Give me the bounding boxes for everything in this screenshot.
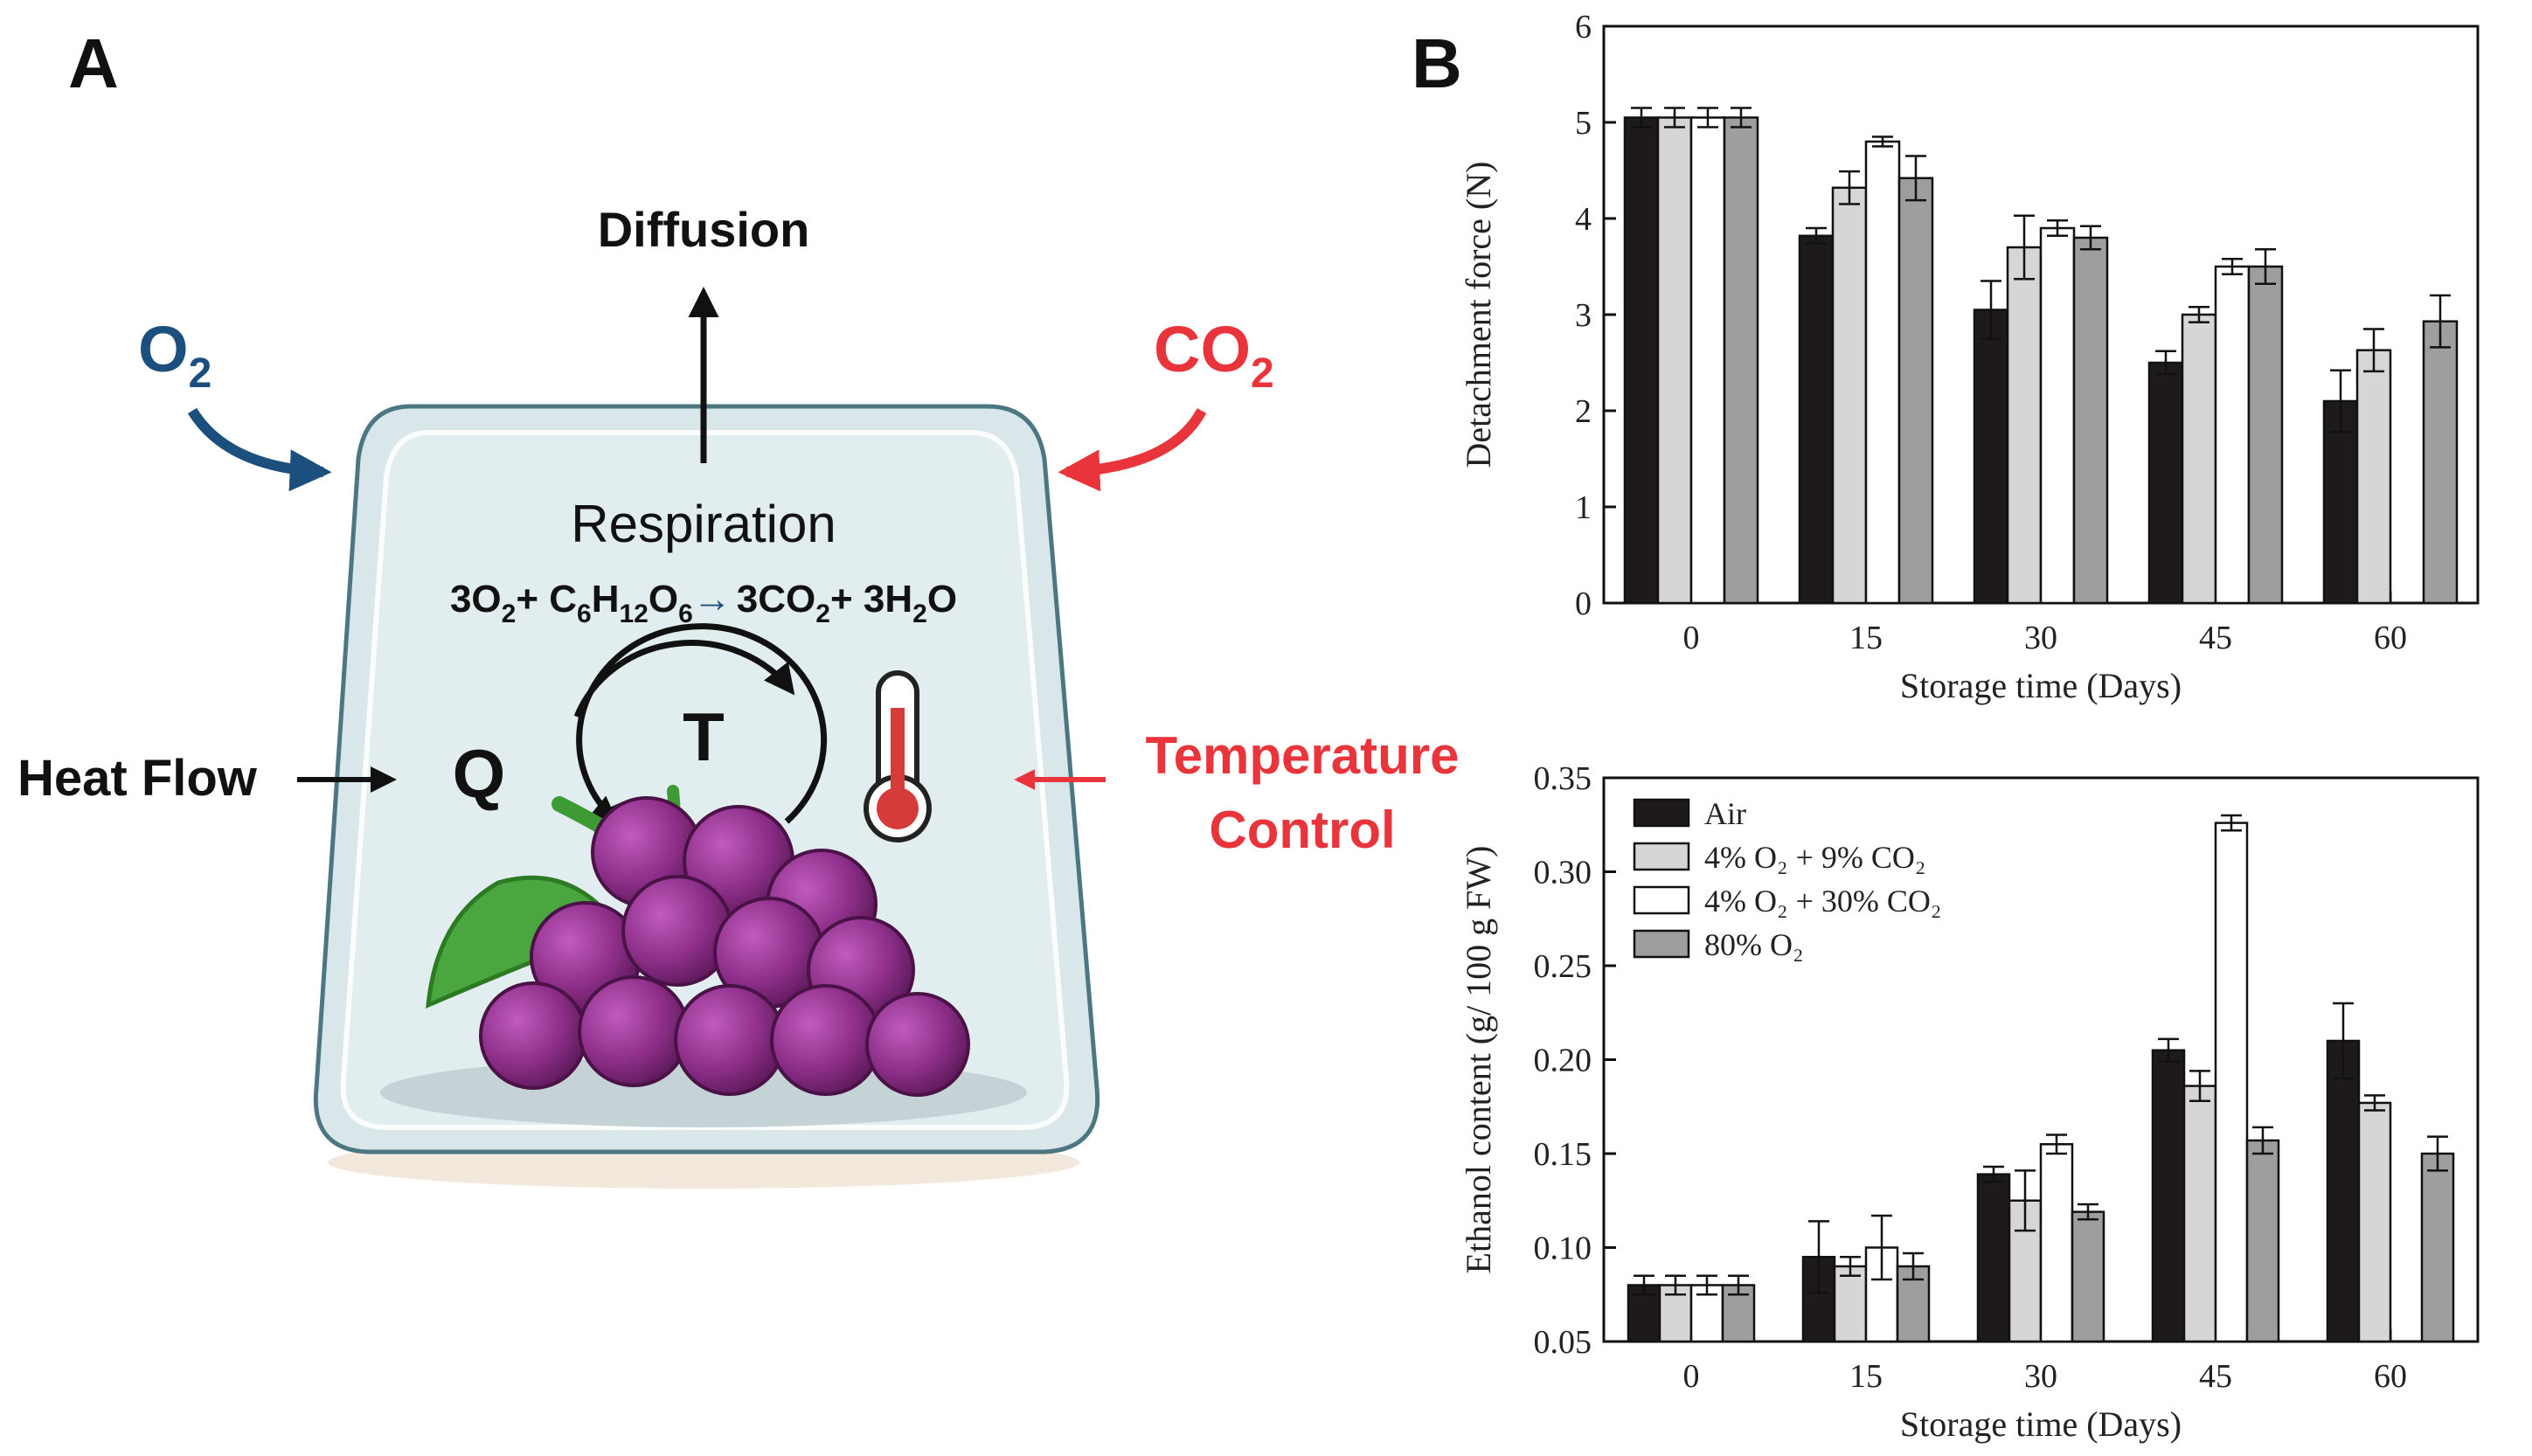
bar: [1897, 177, 1934, 605]
y-tick-label: 6: [1575, 9, 1592, 45]
bar: [2039, 226, 2076, 605]
o2-arrow: [187, 407, 332, 492]
panel-a-diagram: A Diffusion O2 CO2 Respiration 3O2+ C6H1…: [17, 24, 1460, 1189]
panel-a-label: A: [68, 24, 119, 102]
y-tick-label: 0.10: [1534, 1231, 1592, 1267]
bar: [2181, 313, 2217, 605]
bar: [1973, 309, 2009, 605]
bar: [2420, 1152, 2455, 1343]
x-tick-label: 45: [2199, 620, 2232, 656]
x-tick-label: 30: [2024, 1358, 2057, 1395]
grape-cluster-icon: [426, 785, 970, 1097]
bar: [2182, 1085, 2217, 1343]
bar: [2355, 349, 2392, 605]
x-tick-label: 60: [2374, 620, 2407, 656]
t-label: T: [683, 698, 725, 775]
y-tick-label: 0.05: [1534, 1324, 1592, 1361]
x-axis-label: Storage time (Days): [1900, 1404, 2182, 1444]
control-label: Control: [1209, 801, 1395, 859]
co2-arrow: [1058, 408, 1207, 492]
y-tick-label: 0.20: [1534, 1043, 1592, 1079]
bar: [1864, 140, 1901, 605]
y-tick-label: 4: [1575, 201, 1592, 238]
cycle-arrow-top: [573, 640, 795, 718]
bar: [1689, 116, 1726, 605]
bar: [2039, 1143, 2074, 1343]
x-tick-label: 0: [1683, 620, 1700, 656]
bar: [1798, 234, 1835, 605]
x-tick-label: 15: [1849, 620, 1883, 656]
panel-b-label: B: [1412, 24, 1462, 102]
y-tick-label: 1: [1575, 489, 1592, 526]
ethanol-content-chart: 0.05 0.10 0.15 0.20 0.25 0.30 0.35 0 15 30 45 60Sto…: [1459, 760, 2480, 1444]
legend-label: Air: [1704, 796, 1746, 831]
o2-label: O2: [138, 313, 212, 397]
bar: [1833, 1265, 1868, 1343]
legend-swatch: [1633, 929, 1690, 959]
q-label: Q: [453, 735, 506, 812]
legend-label: 4% O₂ + 30% CO₂: [1704, 884, 1941, 919]
bar: [2245, 1139, 2280, 1343]
y-tick-label: 0: [1575, 586, 1592, 622]
y-tick-label: 0.15: [1534, 1136, 1592, 1173]
bar: [2214, 822, 2249, 1343]
y-tick-label: 5: [1575, 105, 1592, 142]
diffusion-label: Diffusion: [598, 202, 810, 257]
bar: [2422, 320, 2459, 605]
respiration-label: Respiration: [571, 495, 836, 553]
bar: [2006, 246, 2043, 605]
y-tick-label: 3: [1575, 297, 1592, 334]
bar: [1723, 116, 1759, 605]
heat-flow-label: Heat Flow: [17, 750, 258, 807]
bar: [2326, 1039, 2361, 1343]
bar: [2357, 1101, 2392, 1343]
bar: [2214, 265, 2251, 605]
y-tick-label: 0.30: [1534, 855, 1592, 891]
x-tick-label: 60: [2374, 1358, 2407, 1395]
y-axis-label: Ethanol content (g/ 100 g FW): [1459, 846, 1498, 1274]
bar: [2147, 361, 2184, 605]
legend-label: 4% O₂ + 9% CO₂: [1704, 840, 1925, 875]
temperature-label: Temperature: [1145, 726, 1459, 785]
legend-swatch: [1633, 885, 1690, 915]
bar: [1831, 186, 1868, 605]
y-tick-label: 0.35: [1534, 760, 1592, 797]
x-axis-label: Storage time (Days): [1900, 666, 2182, 705]
bar: [2151, 1049, 2186, 1343]
x-tick-label: 15: [1849, 1358, 1883, 1395]
bar: [2072, 236, 2109, 605]
bar: [1976, 1173, 2011, 1343]
cycle-arc: [576, 623, 828, 824]
legend-swatch: [1633, 842, 1690, 871]
bar: [2071, 1210, 2105, 1343]
bar: [2247, 265, 2284, 605]
bar: [1656, 116, 1693, 605]
co2-label: CO2: [1154, 313, 1274, 397]
y-axis-label: Detachment force (N): [1459, 162, 1498, 468]
x-tick-label: 45: [2199, 1358, 2232, 1395]
respiration-equation: 3O2+ C6H12O6→3CO2+ 3H2O: [450, 578, 957, 628]
x-tick-label: 0: [1683, 1358, 1700, 1395]
bar: [1623, 116, 1660, 605]
x-tick-label: 30: [2024, 620, 2057, 656]
y-tick-label: 2: [1575, 393, 1592, 430]
legend-swatch: [1633, 798, 1690, 828]
legend-label: 80% O₂: [1704, 927, 1804, 962]
thermometer-icon: [864, 670, 932, 842]
y-tick-label: 0.25: [1534, 948, 1592, 985]
